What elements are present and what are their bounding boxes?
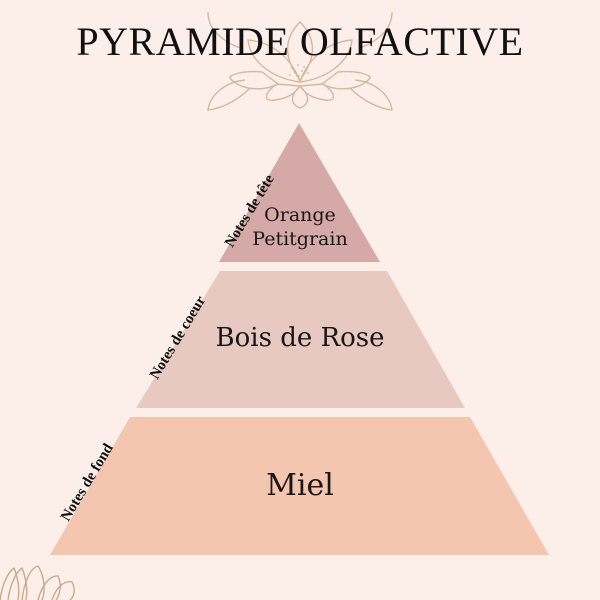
flower-dots [289, 64, 309, 77]
top-tier-line-2: Petitgrain [252, 228, 348, 250]
top-tier-label: Orange Petitgrain [220, 203, 380, 251]
pyramid-top-tier [219, 123, 380, 262]
flower-outline-bottom-left-icon [0, 565, 75, 600]
middle-tier-label: Bois de Rose [215, 323, 385, 353]
bottom-tier-label: Miel [266, 468, 334, 503]
top-tier-line-1: Orange [264, 204, 336, 226]
pyramid-middle-tier [136, 271, 465, 408]
page-title: PYRAMIDE OLFACTIVE [76, 19, 524, 64]
flower-outline-top-icon [207, 11, 393, 111]
pyramid-bottom-tier [50, 417, 549, 555]
